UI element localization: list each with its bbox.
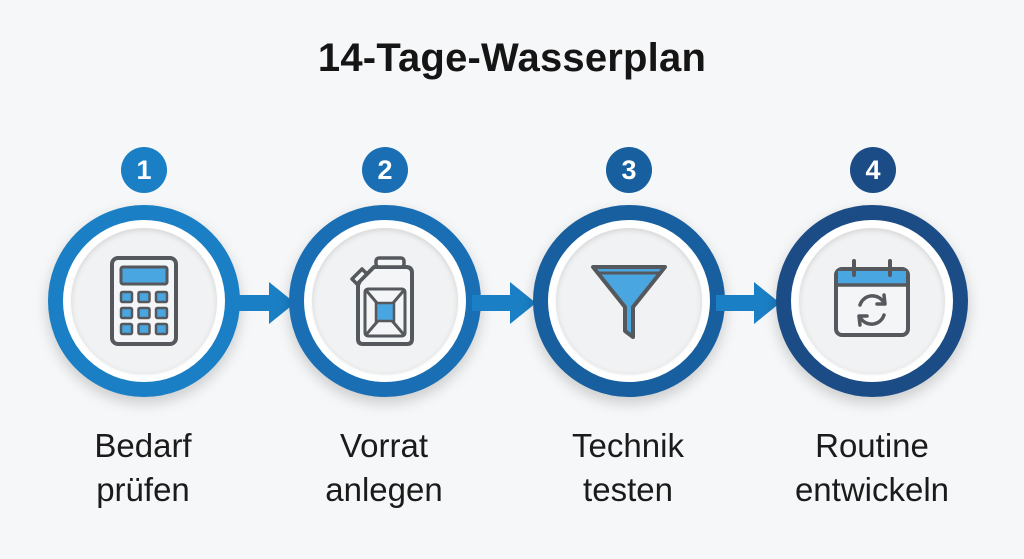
step-4-label-line2: entwickeln — [794, 471, 950, 508]
arrow-right-icon — [472, 282, 536, 324]
step-4-label: Routine entwickeln — [762, 424, 982, 512]
arrow-right-icon — [231, 282, 295, 324]
step-1-label-line2: prüfen — [96, 471, 190, 508]
page-title: 14-Tage-Wasserplan — [317, 36, 707, 80]
step-1-label: Bedarf prüfen — [33, 424, 253, 512]
jerrycan-icon — [350, 256, 414, 346]
step-2-number-badge: 2 — [362, 147, 408, 193]
step-3-circle — [533, 205, 725, 397]
step-3-label-line1: Technik — [572, 427, 684, 464]
step-4-label-line1: Routine — [815, 427, 929, 464]
step-2-label-line2: anlegen — [325, 471, 443, 508]
step-2-label-line1: Vorrat — [339, 427, 429, 464]
step-2-circle — [289, 205, 481, 397]
step-1-label-line1: Bedarf — [94, 427, 192, 464]
step-2-label: Vorrat anlegen — [274, 424, 494, 512]
step-1-circle — [48, 205, 240, 397]
step-1-number-badge: 1 — [121, 147, 167, 193]
step-3-number-badge: 3 — [606, 147, 652, 193]
calendar-refresh-icon — [834, 259, 910, 337]
step-4-circle — [776, 205, 968, 397]
arrow-right-icon — [716, 282, 780, 324]
calculator-icon — [110, 256, 178, 346]
step-3-label: Technik testen — [518, 424, 738, 512]
funnel-icon — [591, 265, 667, 339]
step-4-number-badge: 4 — [850, 147, 896, 193]
step-3-label-line2: testen — [583, 471, 673, 508]
